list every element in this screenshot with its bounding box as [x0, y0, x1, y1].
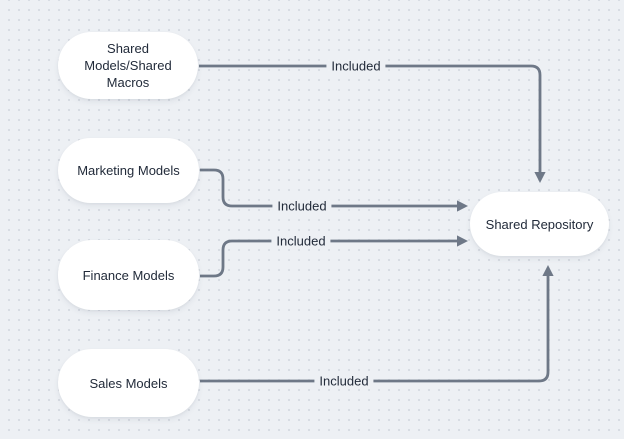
arrowhead-up-icon	[542, 265, 554, 276]
node-label: Shared Repository	[485, 216, 594, 232]
edge-label-included-sales: Included	[314, 373, 374, 389]
node-shared-models-shared-macros: Shared Models/Shared Macros	[58, 32, 198, 99]
node-shared-repository: Shared Repository	[470, 192, 609, 256]
arrowhead-right-icon	[457, 235, 468, 247]
edge-label-included-shared-models: Included	[326, 58, 386, 74]
edge-shared-models-to-repository	[199, 64, 542, 172]
edge-sales-to-repository	[200, 276, 550, 383]
node-label: Finance Models	[82, 267, 175, 283]
edge-finance-to-repository	[200, 239, 457, 278]
node-label: Sales Models	[89, 375, 168, 391]
node-marketing-models: Marketing Models	[58, 138, 199, 203]
node-label: Shared Models/Shared Macros	[84, 41, 172, 90]
node-sales-models: Sales Models	[58, 349, 199, 417]
edge-marketing-to-repository	[200, 168, 457, 208]
edge-label-included-marketing: Included	[272, 198, 332, 214]
node-label: Marketing Models	[77, 163, 180, 178]
edge-label-included-finance: Included	[271, 233, 331, 249]
node-finance-models: Finance Models	[58, 240, 199, 310]
arrowhead-down-icon	[534, 172, 546, 183]
arrowhead-right-icon	[457, 200, 468, 212]
